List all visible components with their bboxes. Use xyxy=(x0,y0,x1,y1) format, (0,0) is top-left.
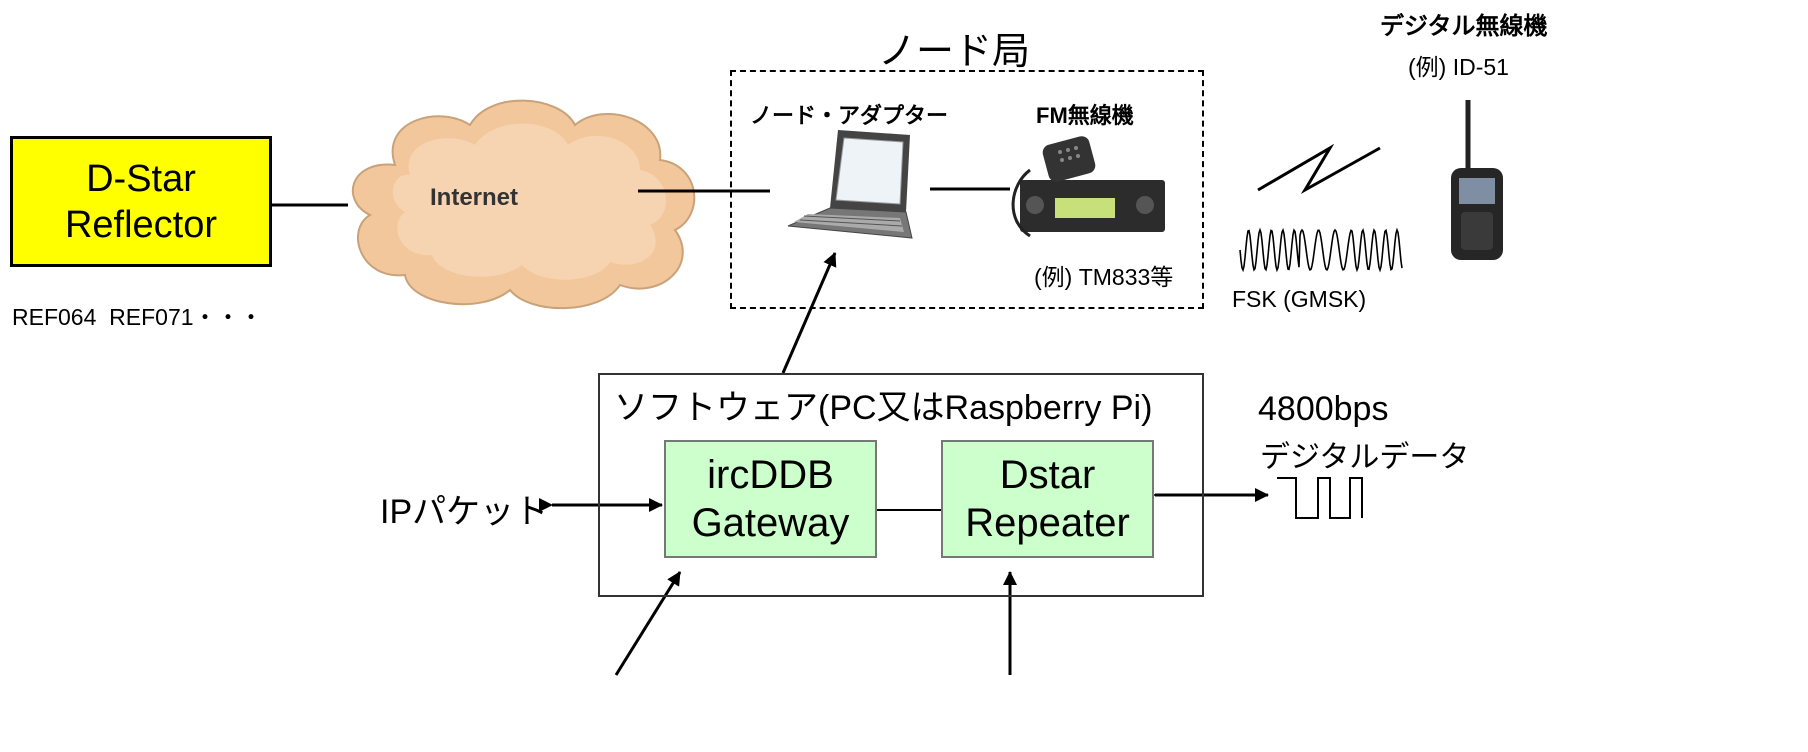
digital-radio-title: デジタル無線機 xyxy=(1380,13,1548,40)
radio-link-icon xyxy=(1257,143,1381,195)
digital-radio-example: (例) ID-51 xyxy=(1408,54,1509,80)
node-station-title: ノード局 xyxy=(878,31,1031,73)
repeater-line1: Dstar xyxy=(999,453,1096,497)
node-adapter-label: ノード・アダプター xyxy=(750,103,949,128)
software-title: ソフトウェア(PC又はRaspberry Pi) xyxy=(614,389,1153,427)
internet-cloud-icon xyxy=(351,99,696,310)
digital-data-rate: 4800bps xyxy=(1258,390,1389,428)
internet-label: Internet xyxy=(430,184,519,211)
handheld-radio-icon xyxy=(1451,100,1503,260)
laptop-icon xyxy=(787,130,913,239)
fm-radio-label: FM無線機 xyxy=(1036,103,1134,128)
square-wave-icon xyxy=(1277,477,1363,519)
reflector-box: D-Star Reflector xyxy=(10,136,272,267)
arrow-bottom-left xyxy=(614,571,682,676)
software-box xyxy=(598,373,1204,597)
digital-data-label: デジタルデータ xyxy=(1260,441,1470,474)
reflector-caption: REF064 REF071・・・ xyxy=(12,304,263,330)
fsk-label: FSK (GMSK) xyxy=(1232,286,1367,312)
repeater-line2: Repeater xyxy=(965,501,1130,545)
reflector-line2: Reflector xyxy=(64,203,218,246)
ip-packet-label: IPパケット xyxy=(380,493,549,531)
dstar-repeater-box: Dstar Repeater xyxy=(941,440,1154,558)
fsk-waveform-icon xyxy=(1239,227,1403,273)
fm-radio-example: (例) TM833等 xyxy=(1034,264,1174,290)
gateway-line2: Gateway xyxy=(691,501,850,545)
reflector-line1: D-Star xyxy=(86,157,196,200)
arrow-software-to-node xyxy=(781,252,837,374)
fm-radio-icon xyxy=(1011,136,1165,238)
node-station-box xyxy=(730,70,1204,309)
ircddb-gateway-box: ircDDB Gateway xyxy=(664,440,877,558)
gateway-line1: ircDDB xyxy=(707,453,834,497)
